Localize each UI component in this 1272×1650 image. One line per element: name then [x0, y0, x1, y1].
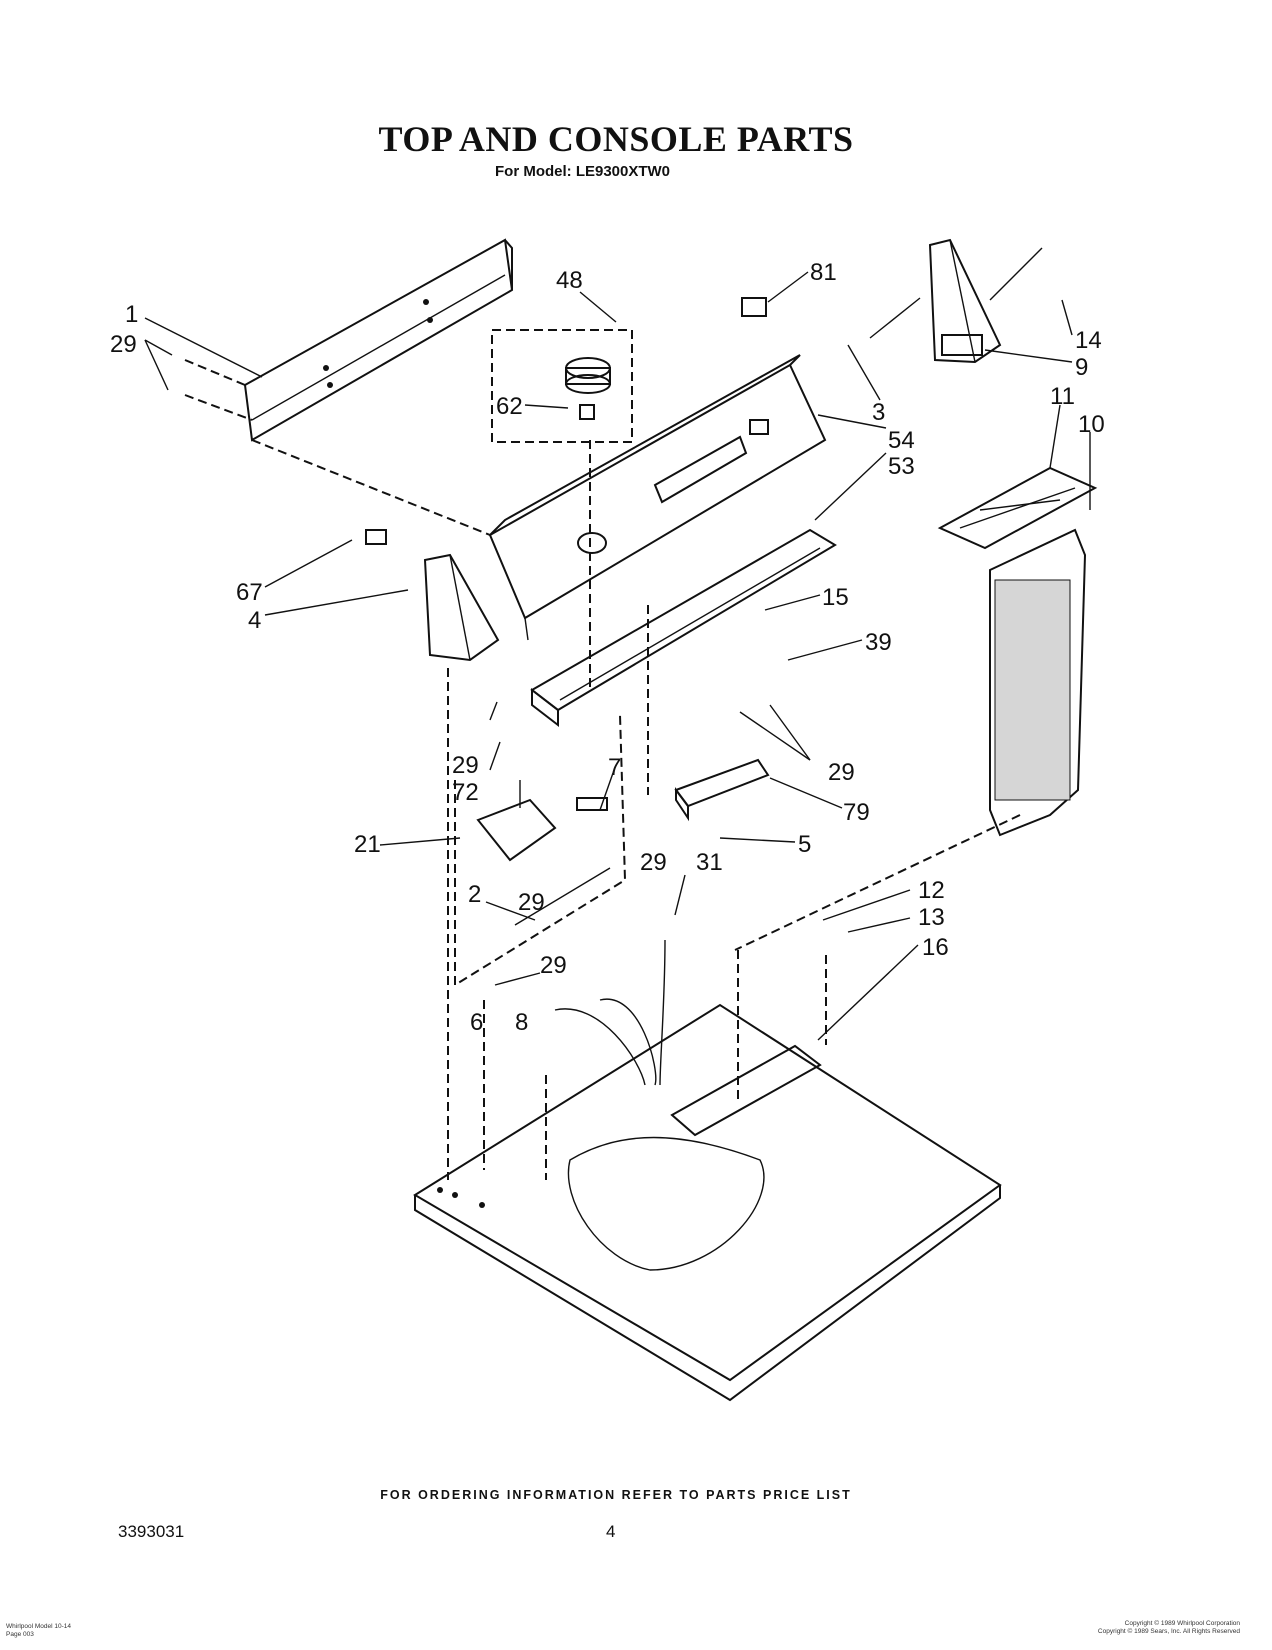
- callout-4: 4: [248, 607, 261, 634]
- callout-79: 79: [843, 799, 870, 826]
- part-right-end-cap: [869, 238, 1043, 364]
- callout-29-b: 29: [452, 752, 479, 779]
- callout-9: 9: [1075, 354, 1088, 381]
- callout-29-d: 29: [640, 849, 667, 876]
- callout-3: 3: [872, 399, 885, 426]
- callout-72: 72: [452, 779, 479, 806]
- callout-13: 13: [918, 904, 945, 931]
- callout-labels: 1 29 48 62 81 14 9 3 54 11 10 53 67 4 15…: [110, 259, 1105, 1036]
- callout-14: 14: [1075, 327, 1102, 354]
- callout-53: 53: [888, 453, 915, 480]
- callout-48: 48: [556, 267, 583, 294]
- callout-10: 10: [1078, 411, 1105, 438]
- callout-67: 67: [236, 579, 263, 606]
- callout-11: 11: [1050, 383, 1075, 410]
- part-clip: [741, 297, 767, 317]
- ordering-note: FOR ORDERING INFORMATION REFER TO PARTS …: [380, 1488, 852, 1502]
- part-timer-motor: [454, 714, 627, 987]
- page-number: 4: [606, 1522, 616, 1541]
- document-number: 3393031: [118, 1522, 185, 1541]
- callout-29-a: 29: [110, 331, 137, 358]
- callout-5: 5: [798, 831, 811, 858]
- fine-print-right: Copyright © 1989 Whirlpool Corporation C…: [1097, 1620, 1240, 1635]
- callout-15: 15: [822, 584, 849, 611]
- part-lint-screen: [937, 466, 1098, 837]
- model-subtitle: For Model: LE9300XTW0: [495, 163, 671, 180]
- callout-29-c: 29: [828, 759, 855, 786]
- callout-12: 12: [918, 877, 945, 904]
- callout-21: 21: [354, 831, 381, 858]
- callout-81: 81: [810, 259, 837, 286]
- callout-7: 7: [608, 754, 621, 781]
- callout-6: 6: [470, 1009, 483, 1036]
- page-title: TOP AND CONSOLE PARTS: [378, 119, 854, 159]
- part-control-module: [674, 758, 770, 822]
- callout-39: 39: [865, 629, 892, 656]
- leader-lines: [144, 271, 1091, 1180]
- callout-54: 54: [888, 427, 915, 454]
- part-console-panel: [488, 354, 827, 641]
- fine-print-left: Whirlpool Model 10-14 Page 003: [6, 1623, 72, 1638]
- part-top-panel: [413, 939, 1002, 1402]
- callout-31: 31: [696, 849, 723, 876]
- part-console-trim: [530, 528, 837, 728]
- part-knob-assembly: [491, 329, 633, 443]
- callout-29-e: 29: [518, 889, 545, 916]
- part-end-cap: [365, 529, 500, 662]
- callout-29-f: 29: [540, 952, 567, 979]
- callout-62: 62: [496, 393, 523, 420]
- callout-8: 8: [515, 1009, 528, 1036]
- part-rear-bracket: [243, 238, 514, 442]
- callout-16: 16: [922, 934, 949, 961]
- callout-1: 1: [125, 301, 138, 328]
- callout-2: 2: [468, 881, 481, 908]
